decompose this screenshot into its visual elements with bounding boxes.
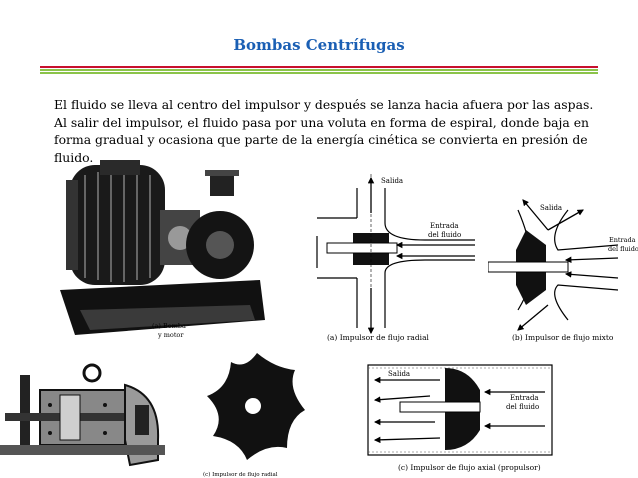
body-paragraph: El fluido se lleva al centro del impulso…: [54, 97, 594, 165]
impeller-caption: (c) Impulsor de flujo radial: [203, 471, 278, 478]
pump-motor-image: [60, 160, 265, 335]
axial-impeller-diagram: Salida Entrada del fluido (c) Impulsor d…: [367, 364, 553, 472]
mixed-impeller-diagram: Salida Entrada del fluido (b) Impulsor d…: [488, 199, 638, 342]
pump-caption-2: y motor: [157, 331, 184, 339]
radial-impeller-diagram: Salida Entrada del fluido (a) Impulsor d…: [316, 174, 475, 342]
page-title: Bombas Centrífugas: [233, 36, 405, 54]
pump-cutaway-image: [0, 363, 165, 467]
pump-caption-1: (a) Bomba: [152, 322, 186, 330]
radial-inlet-label-2: del fluido: [428, 231, 461, 239]
axial-caption: (c) Impulsor de flujo axial (propulsor): [398, 463, 541, 472]
axial-outlet-label: Salida: [388, 370, 410, 378]
pump-motor-figure: (a) Bomba y motor: [60, 160, 265, 339]
axial-inlet-label-1: Entrada: [510, 394, 539, 402]
impeller-photo-figure: (c) Impulsor de flujo radial: [203, 353, 305, 478]
pump-cutaway-figure: [0, 363, 165, 467]
rule-green-1: [40, 69, 598, 71]
mixed-outlet-label: Salida: [540, 204, 562, 212]
mixed-inlet-label-1: Entrada: [609, 236, 636, 244]
radial-caption: (a) Impulsor de flujo radial: [327, 333, 430, 342]
rule-green-2: [40, 72, 598, 74]
rule-red-top: [40, 66, 598, 68]
radial-outlet-label: Salida: [381, 177, 403, 185]
axial-inlet-label-2: del fluido: [506, 403, 539, 411]
radial-inlet-label-1: Entrada: [430, 222, 459, 230]
mixed-caption: (b) Impulsor de flujo mixto: [512, 333, 614, 342]
mixed-inlet-label-2: del fluido: [608, 245, 638, 253]
